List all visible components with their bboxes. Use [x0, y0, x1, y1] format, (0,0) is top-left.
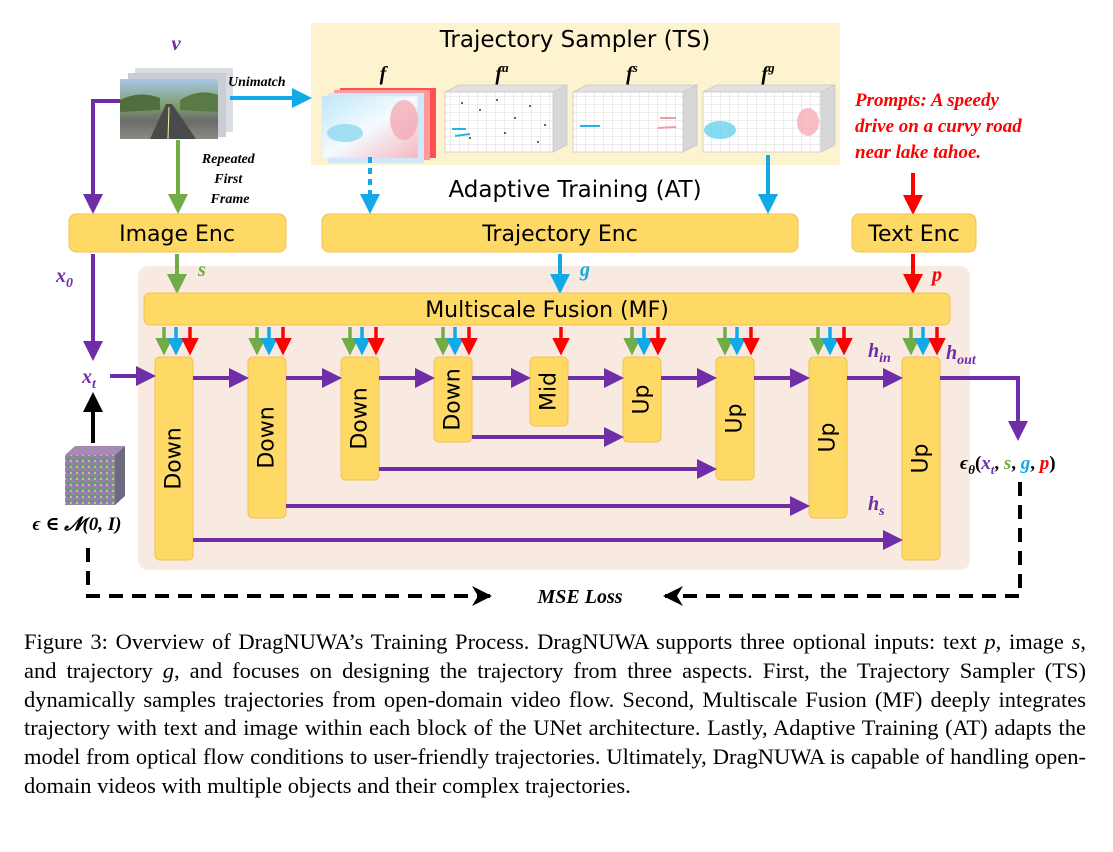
unimatch-label: Unimatch: [228, 75, 286, 90]
flow-fa-thumbnail: [444, 84, 568, 153]
unet-block-8: [808, 356, 848, 519]
adaptive-training-label: Adaptive Training (AT): [448, 177, 701, 203]
mse-left-dashed: [86, 548, 492, 606]
trajectory-encoder-block: [321, 213, 799, 253]
flow-f-thumbnail: [321, 88, 436, 163]
repeated-first-frame-label: Repeated First Frame: [201, 152, 258, 207]
video-frames-stack: [120, 68, 233, 140]
unet-block-2-label: Down: [255, 406, 280, 468]
xt-label: xt: [81, 366, 97, 392]
fs-label: fs: [626, 60, 638, 85]
unet-block-1-label: Down: [162, 427, 187, 489]
unet-block-9-label: Up: [909, 443, 934, 473]
text-encoder-label: Text Enc: [867, 222, 959, 247]
fusion-arrow-triplets: [155, 327, 946, 356]
unet-main-flow: [193, 368, 903, 550]
video-to-image-enc-path: [83, 99, 120, 214]
unet-block-7: [715, 356, 755, 481]
h-s-label: hs: [868, 493, 885, 519]
unet-block-4-label: Down: [441, 368, 466, 430]
h-in-label: hin: [868, 340, 891, 366]
prompt-text: Prompts: A speedy drive on a curvy road …: [854, 90, 1027, 163]
unet-block-4: [433, 356, 473, 443]
mse-right-dashed: [663, 482, 1022, 606]
f-label: f: [380, 63, 389, 85]
noise-cube: [65, 446, 125, 505]
unet-block-3-label: Down: [348, 387, 373, 449]
image-encoder-block: [68, 213, 287, 253]
unet-block-8-label: Up: [816, 422, 841, 452]
trajectory-sampler-title: Trajectory Sampler (TS): [439, 27, 710, 53]
p-label: p: [930, 264, 942, 286]
unet-block-3: [340, 356, 380, 481]
multiscale-fusion-block: [143, 292, 951, 326]
v-label: v: [171, 31, 181, 55]
dragnuwa-diagram: Trajectory Sampler (TS) f fa fs: [33, 23, 1056, 608]
h-out-label: hout: [946, 342, 977, 368]
mse-loss-label: MSE Loss: [536, 586, 622, 608]
unet-block-5-label: Mid: [537, 372, 562, 411]
unet-block-1: [154, 356, 194, 561]
flow-fs-thumbnail: [572, 84, 698, 153]
trajectory-encoder-label: Trajectory Enc: [481, 222, 638, 247]
unet-block-9: [901, 356, 941, 561]
image-encoder-label: Image Enc: [119, 222, 235, 247]
s-label: s: [197, 259, 206, 281]
unet-block-5: [529, 356, 569, 427]
figure-caption: Figure 3: Overview of DragNUWA’s Trainin…: [24, 629, 1086, 798]
epsilon-theta-label: ϵθ(xt, s, g, p): [960, 453, 1056, 477]
unet-block-6-label: Up: [630, 384, 655, 414]
output-path: [940, 376, 1028, 441]
unet-block-6: [622, 356, 662, 443]
unet-block-7-label: Up: [723, 403, 748, 433]
noise-label: ϵ ∈ 𝓝(0, I): [33, 514, 122, 535]
flow-fg-thumbnail: [702, 84, 836, 153]
fg-label: fg: [761, 60, 775, 85]
x0-label: x0: [55, 265, 73, 291]
multiscale-fusion-label: Multiscale Fusion (MF): [425, 298, 669, 323]
g-label: g: [579, 259, 590, 281]
fa-label: fa: [495, 60, 509, 85]
unet-block-2: [247, 356, 287, 519]
text-encoder-block: [851, 213, 977, 253]
